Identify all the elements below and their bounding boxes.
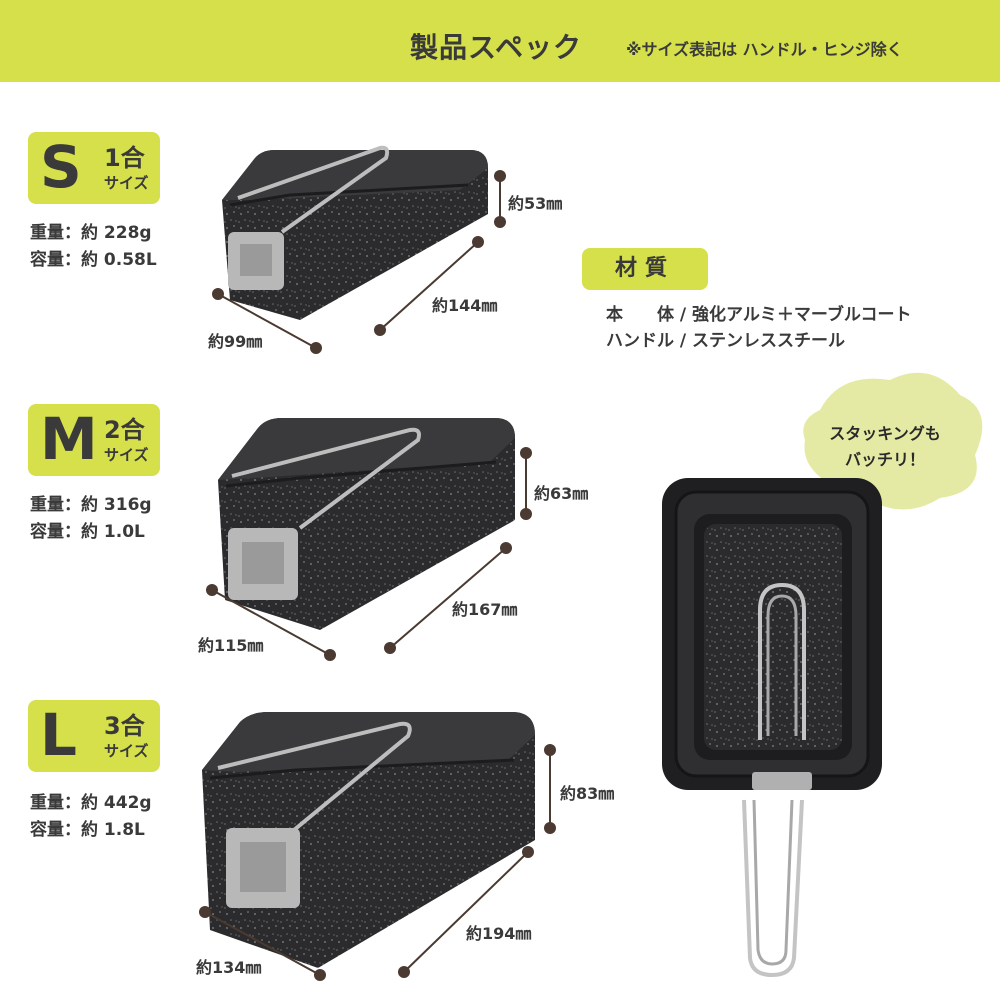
capacity-m: 容量：約 1.0L xyxy=(30,522,145,542)
bubble-line-2: バッチリ！ xyxy=(844,450,925,469)
pot-l-dimensions xyxy=(199,744,556,981)
material-badge: 材質 xyxy=(582,248,708,290)
width-m: 約115㎜ xyxy=(198,636,264,655)
size-badge-s: S 1合 サイズ xyxy=(28,132,160,204)
speech-bubble xyxy=(803,372,983,510)
size-badge-l: L 3合 サイズ xyxy=(28,700,160,772)
length-s: 約144㎜ xyxy=(432,296,498,315)
stacked-pots-image xyxy=(662,478,882,978)
weight-s: 重量：約 228g xyxy=(30,223,152,243)
rice-capacity-label: 2合 xyxy=(104,416,145,444)
weight-l: 重量：約 442g xyxy=(30,793,152,813)
capacity-l: 容量：約 1.8L xyxy=(30,820,145,840)
size-suffix: サイズ xyxy=(104,174,149,192)
size-badge-m: M 2合 サイズ xyxy=(28,404,160,476)
size-letter: L xyxy=(40,701,77,769)
size-letter: M xyxy=(40,405,98,473)
rice-capacity-label: 3合 xyxy=(104,712,145,740)
material-body: 本 体 / 強化アルミ＋マーブルコート xyxy=(606,305,912,325)
length-l: 約194㎜ xyxy=(466,924,532,943)
width-s: 約99㎜ xyxy=(208,332,263,351)
size-suffix: サイズ xyxy=(104,742,149,760)
length-m: 約167㎜ xyxy=(452,600,518,619)
pot-l-image xyxy=(202,712,535,968)
size-letter: S xyxy=(40,133,82,201)
height-l: 約83㎜ xyxy=(560,784,615,803)
width-l: 約134㎜ xyxy=(196,958,262,977)
rice-capacity-label: 1合 xyxy=(104,144,145,172)
pot-s-dimensions xyxy=(212,170,506,354)
pot-s-image xyxy=(222,145,488,320)
header-banner: 製品スペック ※サイズ表記は ハンドル・ヒンジ除く xyxy=(0,0,1000,82)
pot-m-dimensions xyxy=(206,447,532,661)
height-m: 約63㎜ xyxy=(534,484,589,503)
size-note: ※サイズ表記は ハンドル・ヒンジ除く xyxy=(626,40,903,59)
pot-m-image xyxy=(218,418,515,630)
height-s: 約53㎜ xyxy=(508,194,563,213)
size-suffix: サイズ xyxy=(104,446,149,464)
bubble-line-1: スタッキングも xyxy=(829,424,941,443)
material-handle: ハンドル / ステンレススチール xyxy=(606,331,846,351)
capacity-s: 容量：約 0.58L xyxy=(30,250,157,270)
page-title: 製品スペック xyxy=(410,31,583,64)
weight-m: 重量：約 316g xyxy=(30,495,152,515)
material-label: 材質 xyxy=(614,256,675,281)
